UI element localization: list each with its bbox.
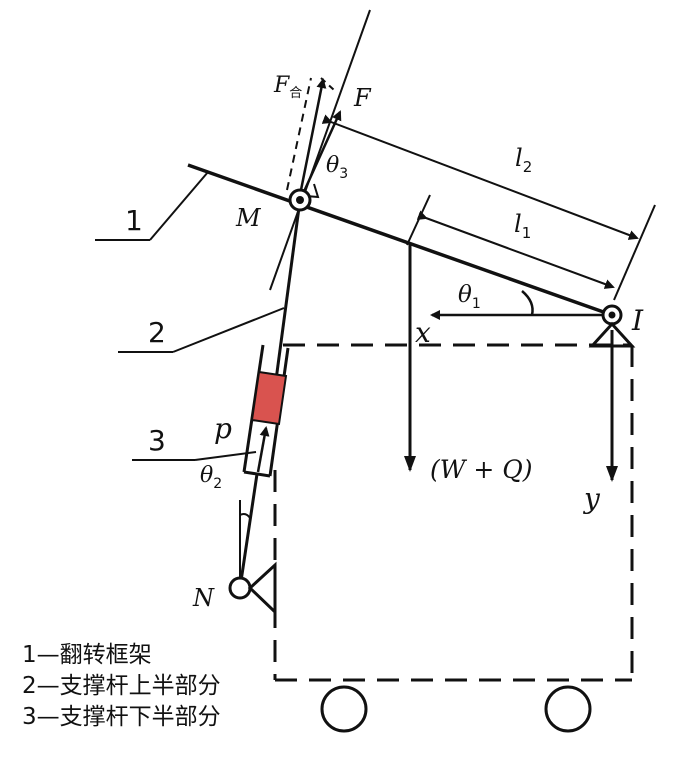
legend: 1—翻转框架 2—支撑杆上半部分 3—支撑杆下半部分 (22, 640, 221, 733)
label-load: (W + Q) (430, 455, 533, 484)
lower-strut-rod (238, 473, 259, 589)
label-N: N (192, 584, 215, 612)
label-x: x (415, 316, 431, 349)
pin-M (288, 188, 312, 212)
force-F-arrow (300, 110, 342, 197)
wheel-left (320, 685, 368, 733)
theta1-arc (521, 290, 534, 316)
dimension-l1 (406, 194, 615, 289)
legend-item-2: 2—支撑杆上半部分 (22, 673, 221, 699)
label-l1: l1 (514, 210, 531, 242)
pin-support-N (228, 561, 277, 616)
label-theta1: θ1 (458, 282, 481, 312)
label-part-2: 2 (148, 316, 166, 349)
chassis-frame (273, 343, 634, 682)
label-F-combined: F合 (273, 73, 302, 101)
label-part-3: 3 (148, 424, 166, 457)
label-l2: l2 (515, 144, 532, 176)
force-F-combined-arrow (298, 78, 327, 196)
pressure-arrow (256, 426, 270, 473)
label-y: y (582, 482, 601, 515)
label-M: M (235, 204, 262, 232)
leader-part-3 (132, 451, 257, 461)
leader-part-1 (95, 171, 209, 241)
label-p: p (214, 412, 232, 445)
label-F: F (353, 84, 372, 112)
label-theta2: θ2 (200, 463, 222, 492)
dimension-l2 (321, 114, 656, 301)
piston-block (250, 370, 288, 426)
flip-frame-beam (187, 163, 613, 317)
label-I: I (631, 304, 644, 337)
theta2-arc (239, 513, 251, 519)
force-F-combined-dash (286, 77, 312, 191)
strut-axis-extension (269, 9, 371, 291)
pin-support-I (588, 304, 636, 348)
label-theta3: θ3 (326, 153, 348, 182)
label-part-1: 1 (125, 204, 143, 237)
leader-part-2 (118, 307, 285, 353)
force-F-dash-right (320, 77, 335, 91)
legend-item-1: 1—翻转框架 (22, 642, 152, 668)
wheel-right (544, 685, 592, 733)
legend-item-3: 3—支撑杆下半部分 (22, 704, 221, 730)
